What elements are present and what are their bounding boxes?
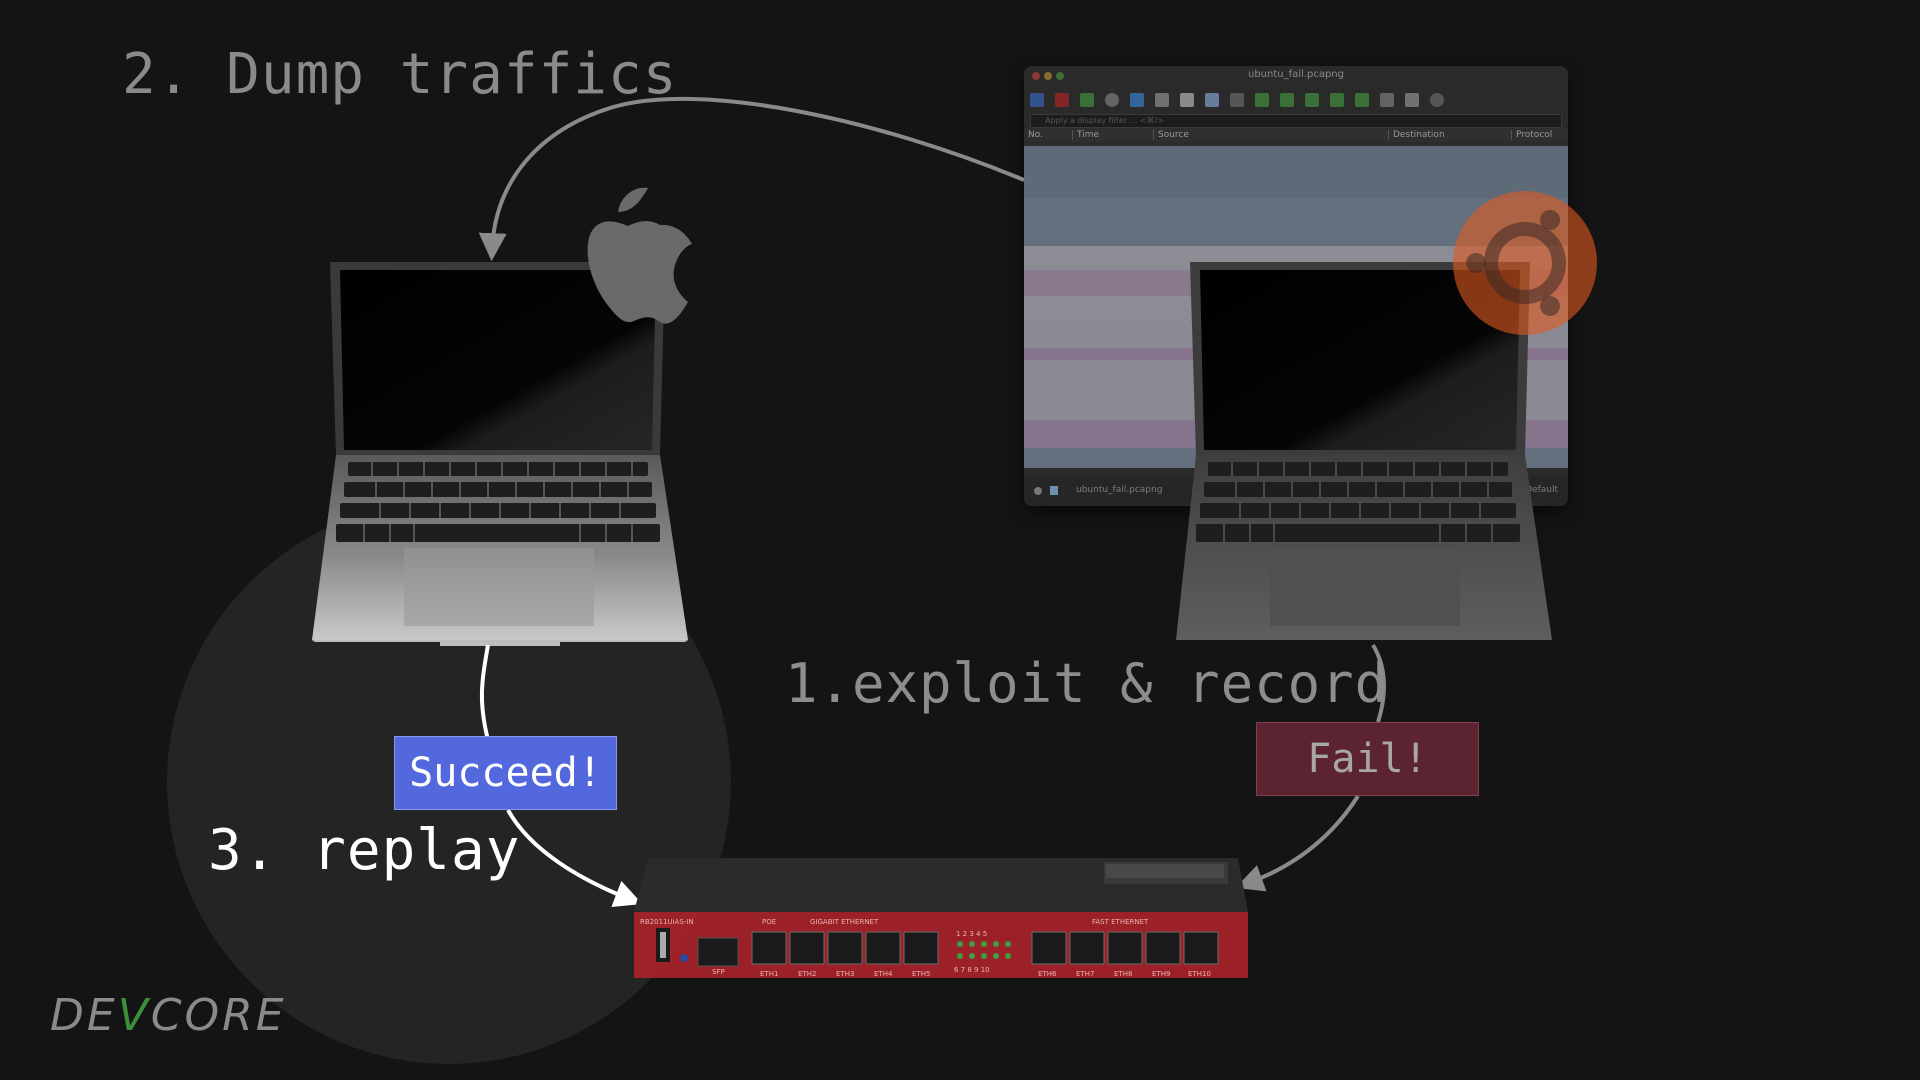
restart-capture-icon[interactable] [1080,93,1094,107]
router-port-label: ETH6 [1038,970,1057,978]
router-port-label: ETH5 [912,970,930,978]
router-port-label: ETH10 [1188,970,1211,978]
apple-logo-icon [587,187,692,324]
router-led-top-label: 1 2 3 4 5 [956,930,987,938]
close-file-icon[interactable] [1180,93,1194,107]
column-source[interactable]: Source [1153,130,1388,140]
router-fast-label: FAST ETHERNET [1092,918,1149,926]
router-gigabit-label: GIGABIT ETHERNET [810,918,879,926]
status-edit-icon[interactable] [1050,486,1058,495]
autoscroll-icon[interactable] [1380,93,1394,107]
wireshark-window-title: ubuntu_fail.pcapng [1247,69,1344,80]
router-port-label: ETH4 [874,970,893,978]
packet-row[interactable] [1024,146,1568,198]
logo-text-left: DE [50,990,118,1041]
succeed-badge: Succeed! [394,736,617,810]
router-model-label: RB2011UiAS-IN [640,918,694,926]
go-to-packet-icon[interactable] [1305,93,1319,107]
open-file-icon[interactable] [1130,93,1144,107]
router-port-label: ETH9 [1152,970,1170,978]
dump-traffic-arrow [478,96,1025,262]
fail-arrow [1235,794,1360,892]
replay-arrow [506,809,643,908]
find-packet-icon[interactable] [1230,93,1244,107]
devcore-logo: DEVCORE [50,990,287,1041]
capture-options-icon[interactable] [1105,93,1119,107]
logo-text-right: CORE [150,990,287,1041]
wireshark-titlebar: ubuntu_fail.pcapng [1024,66,1568,86]
router-gigabit-ports [751,931,939,965]
window-zoom-button[interactable] [1056,72,1064,80]
heading-dump-traffics: 2. Dump traffics [122,42,678,107]
logo-check-mark: V [117,990,151,1041]
mac-laptop-icon [312,262,688,646]
colorize-icon[interactable] [1405,93,1419,107]
router-port-label: ETH7 [1076,970,1094,978]
go-forward-icon[interactable] [1280,93,1294,107]
router-port-label: ETH3 [836,970,854,978]
zoom-in-icon[interactable] [1430,93,1444,107]
status-file-name: ubuntu_fail.pcapng [1076,485,1163,495]
display-filter-input[interactable]: Apply a display filter ... <⌘/> [1030,114,1562,128]
router-port-label: ETH2 [798,970,816,978]
stop-capture-icon[interactable] [1055,93,1069,107]
save-file-icon[interactable] [1155,93,1169,107]
router-port-label: ETH8 [1114,970,1132,978]
replay-arrow-upper [479,644,490,741]
router-sfp-label: SFP [712,968,725,976]
ubuntu-logo-icon [1453,191,1597,335]
window-close-button[interactable] [1032,72,1040,80]
step-exploit-record-label: 1.exploit & record [785,652,1389,715]
wireshark-toolbar [1024,86,1568,114]
packet-list-header: No. Time Source Destination Protocol [1024,128,1568,142]
router-port-label: ETH1 [760,970,778,978]
ubuntu-laptop-icon [1176,262,1552,640]
column-no[interactable]: No. [1028,130,1043,140]
router-poe-label: POE [762,918,776,926]
router-status-leds [957,941,1011,959]
first-packet-icon[interactable] [1330,93,1344,107]
router-usb-port [656,928,670,962]
step-replay-label: 3. replay [208,818,521,883]
status-profile[interactable]: Default [1525,485,1558,495]
router-fast-ports [1031,931,1219,965]
column-protocol[interactable]: Protocol [1511,130,1566,140]
window-minimize-button[interactable] [1044,72,1052,80]
router-sfp-port [697,937,739,967]
router-led-bottom-label: 6 7 8 9 10 [954,966,990,974]
fail-badge: Fail! [1256,722,1479,796]
last-packet-icon[interactable] [1355,93,1369,107]
shark-fin-start-icon[interactable] [1030,93,1044,107]
column-destination[interactable]: Destination [1388,130,1511,140]
exploit-arrow-upper [1371,643,1387,723]
router-icon: RB2011UiAS-IN POE GIGABIT ETHERNET FAST … [634,858,1248,978]
go-back-icon[interactable] [1255,93,1269,107]
status-ready-icon [1034,487,1042,495]
column-time[interactable]: Time [1072,130,1153,140]
reload-file-icon[interactable] [1205,93,1219,107]
